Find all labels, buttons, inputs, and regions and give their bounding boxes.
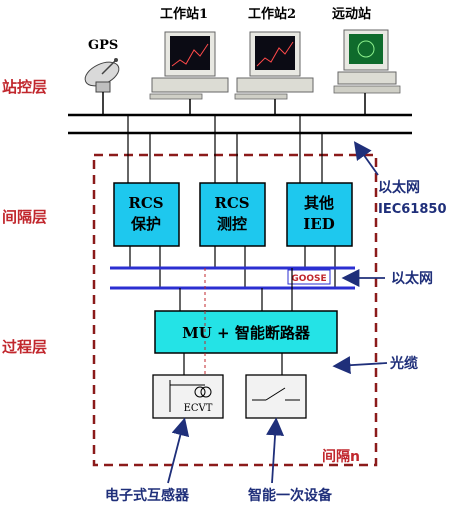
bay-n-dashed-border — [92, 153, 378, 467]
workstation2-computer-icon — [234, 31, 314, 115]
rcs-protection-box: RCS 保护 — [113, 182, 180, 247]
layer-label-station: 站控层 — [2, 78, 47, 96]
gps-dish-icon — [84, 58, 120, 115]
remote-station-label: 远动站 — [332, 6, 371, 22]
rcs-protection-line1: RCS — [128, 194, 163, 212]
rcs-measure-control-box: RCS 测控 — [199, 182, 266, 247]
callout-ethernet-iec-line2: IEC61850 — [378, 202, 447, 217]
other-ied-box: 其他 IED — [286, 182, 353, 247]
goose-label: GOOSE — [291, 274, 326, 284]
workstation1-label: 工作站1 — [160, 6, 208, 22]
mu-smart-breaker-box: MU + 智能断路器 — [154, 310, 338, 371]
gps-label: GPS — [88, 38, 118, 53]
rcs-measure-line2: 测控 — [217, 215, 247, 233]
other-ied-line1: 其他 — [304, 194, 334, 212]
bay-n-label: 间隔n — [322, 448, 360, 465]
workstation2-label: 工作站2 — [248, 6, 296, 22]
callout-optical-cable: 光缆 — [389, 355, 418, 372]
rcs-protection-line2: 保护 — [130, 215, 161, 233]
ecvt-box: ECVT — [152, 374, 224, 419]
callout-ethernet: 以太网 — [391, 270, 433, 287]
mu-smart-breaker-label: MU + 智能断路器 — [182, 324, 311, 342]
workstation1-computer-icon — [149, 31, 229, 115]
callout-ethernet-iec-line1: 以太网 — [378, 179, 420, 196]
callout-smart-primary-equipment: 智能一次设备 — [247, 487, 333, 504]
smart-switch-box — [245, 374, 307, 419]
ecvt-label: ECVT — [184, 403, 213, 414]
callout-electronic-transformer: 电子式互感器 — [105, 487, 190, 504]
other-ied-line2: IED — [303, 215, 334, 233]
remote-station-computer-icon — [333, 29, 401, 115]
rcs-measure-line1: RCS — [214, 194, 249, 212]
goose-label-box: GOOSE — [287, 269, 331, 285]
layer-label-bay: 间隔层 — [2, 208, 47, 226]
layer-label-process: 过程层 — [2, 338, 47, 356]
